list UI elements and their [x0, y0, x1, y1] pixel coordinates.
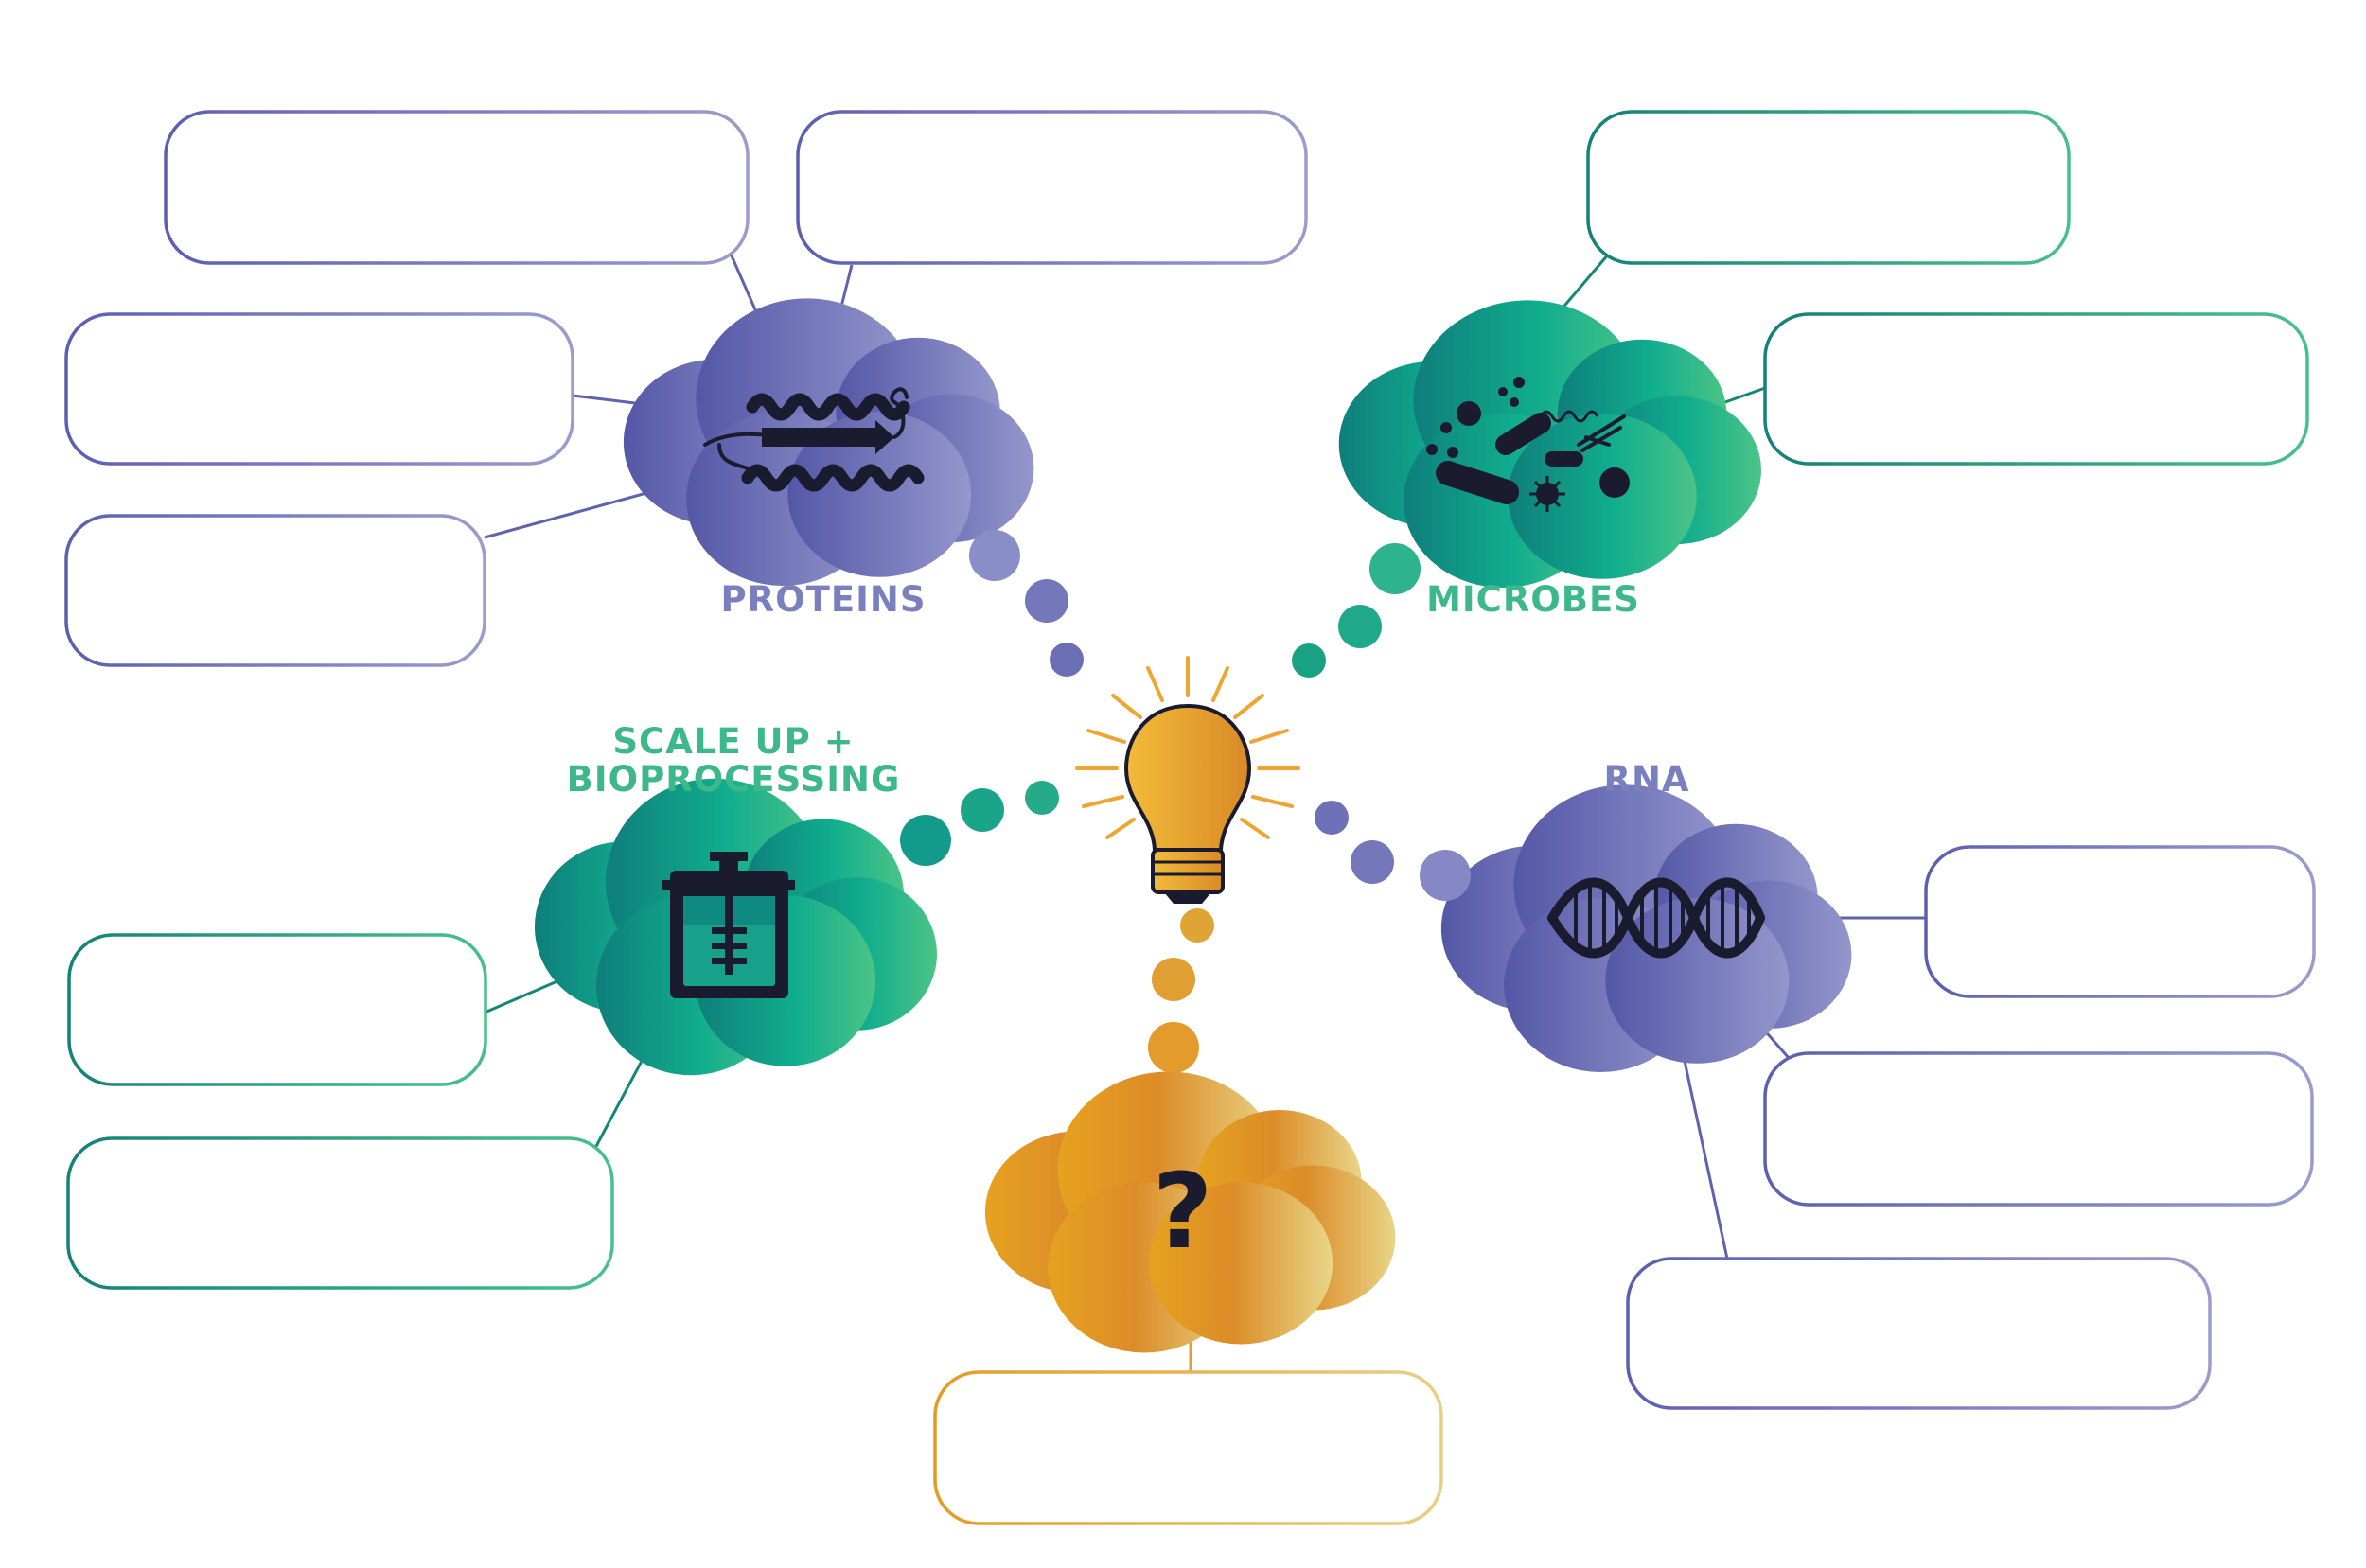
lightbulb-icon — [1075, 656, 1300, 904]
dots-to-rna — [1315, 801, 1471, 901]
scale-boxes — [66, 933, 614, 1290]
dots-to-unknown — [1148, 908, 1214, 1073]
dots-to-proteins — [969, 530, 1084, 677]
rna-boxes — [1626, 845, 2316, 1410]
unknown-box-1[interactable] — [933, 1370, 1443, 1525]
unknown-boxes — [933, 1370, 1443, 1525]
proteins-box-2[interactable] — [796, 110, 1308, 265]
microbes-box-2[interactable] — [1763, 312, 2309, 466]
rna-box-3[interactable] — [1626, 1257, 2212, 1410]
dots-to-microbes — [1292, 543, 1421, 678]
rna-box-1[interactable] — [1924, 845, 2316, 998]
microbes-box-1[interactable] — [1586, 110, 2071, 265]
scale-box-1[interactable] — [67, 933, 487, 1086]
scale-label-line2: BIOPROCESSING — [566, 759, 901, 800]
microbes-boxes — [1586, 110, 2309, 466]
rna-label: RNA — [1603, 759, 1690, 800]
dna-helix-icon — [1547, 877, 1765, 959]
dots-to-scale — [900, 781, 1059, 866]
scale-box-2[interactable] — [66, 1136, 614, 1290]
proteins-box-3[interactable] — [64, 312, 574, 466]
question-mark-icon: ? — [1152, 1151, 1214, 1272]
protein-structure-icon — [703, 387, 925, 492]
scale-label-line1: SCALE UP + — [612, 721, 855, 762]
proteins-box-4[interactable] — [64, 514, 486, 667]
bioreactor-icon — [662, 852, 795, 998]
proteins-boxes — [64, 110, 1308, 667]
rna-box-2[interactable] — [1763, 1051, 2314, 1207]
proteins-box-1[interactable] — [164, 110, 750, 265]
microbes-label: MICROBES — [1426, 579, 1640, 620]
proteins-label: PROTEINS — [720, 579, 927, 620]
rna-cloud — [1440, 784, 1852, 1072]
microbes-icon — [1426, 377, 1630, 512]
